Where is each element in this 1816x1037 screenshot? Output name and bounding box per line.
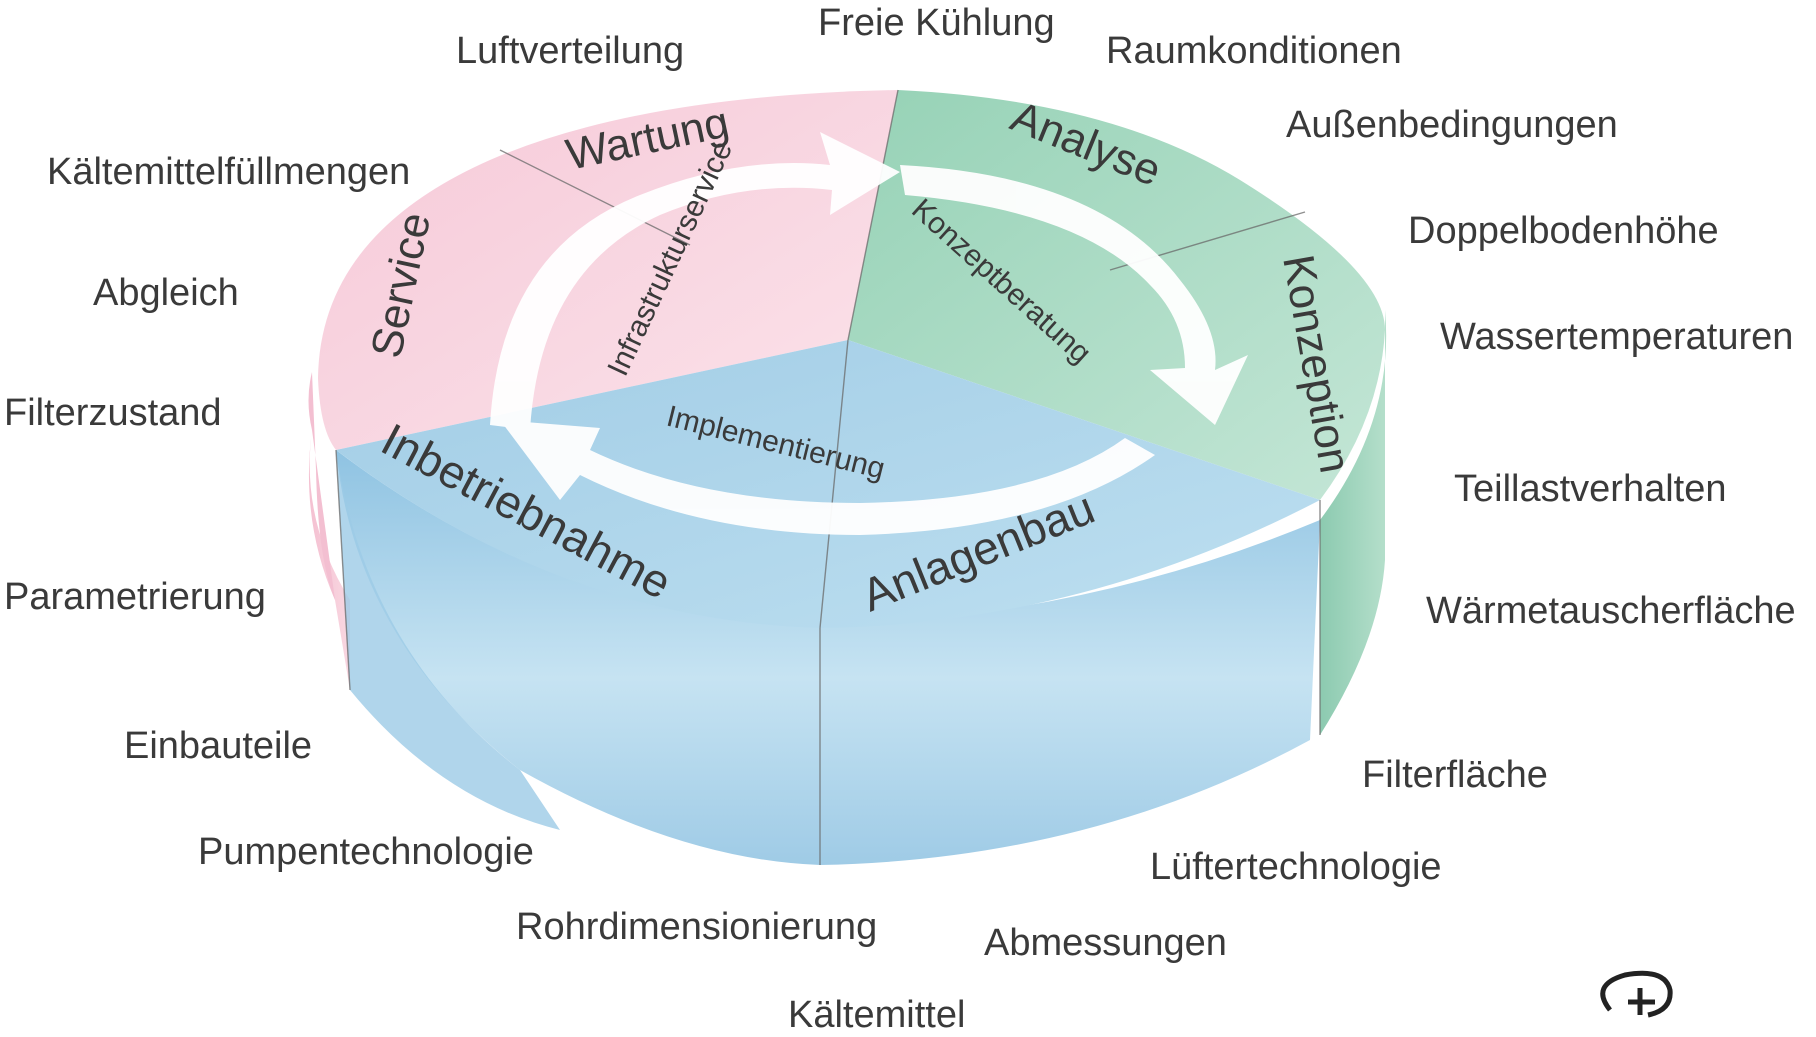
- label-raumkonditionen: Raumkonditionen: [1106, 30, 1402, 72]
- label-pumpentechnologie: Pumpentechnologie: [198, 831, 534, 873]
- cycle-arrows: [490, 132, 1248, 535]
- top-face-blue: [336, 340, 1320, 628]
- divider-wartung-service: [499, 149, 691, 246]
- arrow-konzeptberatung-icon: [900, 165, 1248, 425]
- label-abmessungen: Abmessungen: [984, 922, 1227, 964]
- label-aussenbedingungen: Außenbedingungen: [1286, 104, 1618, 146]
- label-filterflaeche: Filterfläche: [1362, 754, 1548, 796]
- logo-mark: [1600, 970, 1673, 1018]
- label-luftverteilung: Luftverteilung: [456, 30, 685, 72]
- label-parametrierung: Parametrierung: [4, 576, 266, 618]
- arrow-implementierung-icon: [500, 420, 1155, 535]
- divider-pink-green: [847, 89, 899, 341]
- label-wassertemperaturen: Wassertemperaturen: [1440, 316, 1794, 358]
- label-einbauteile: Einbauteile: [124, 725, 313, 767]
- side-wall-pink-band: [308, 372, 335, 600]
- label-waermetauscherflaeche: Wärmetauscherfläche: [1426, 590, 1796, 632]
- label-doppelbodenhoehe: Doppelbodenhöhe: [1408, 210, 1719, 252]
- side-wall-blue-left: [336, 450, 560, 830]
- label-lueftertechnologie: Lüftertechnologie: [1150, 846, 1442, 888]
- label-kaeltemittel: Kältemittel: [788, 994, 966, 1036]
- label-teillastverhalten: Teillastverhalten: [1454, 468, 1727, 510]
- side-wall-pink: [308, 430, 350, 690]
- arrow-infrastrukturservice-icon: [490, 132, 900, 430]
- side-wall-green: [1320, 310, 1387, 735]
- divider-inbetrieb-anlagen: [819, 339, 849, 629]
- side-wall-blue: [336, 450, 1320, 865]
- label-rohrdimensionierung: Rohrdimensionierung: [516, 906, 878, 948]
- divider-pink-blue-side: [335, 449, 351, 691]
- label-kaeltemittelfuellmengen: Kältemittelfüllmengen: [47, 151, 411, 193]
- label-freie-kuehlung: Freie Kühlung: [818, 2, 1055, 44]
- label-abgleich: Abgleich: [93, 272, 239, 314]
- label-filterzustand: Filterzustand: [4, 392, 222, 434]
